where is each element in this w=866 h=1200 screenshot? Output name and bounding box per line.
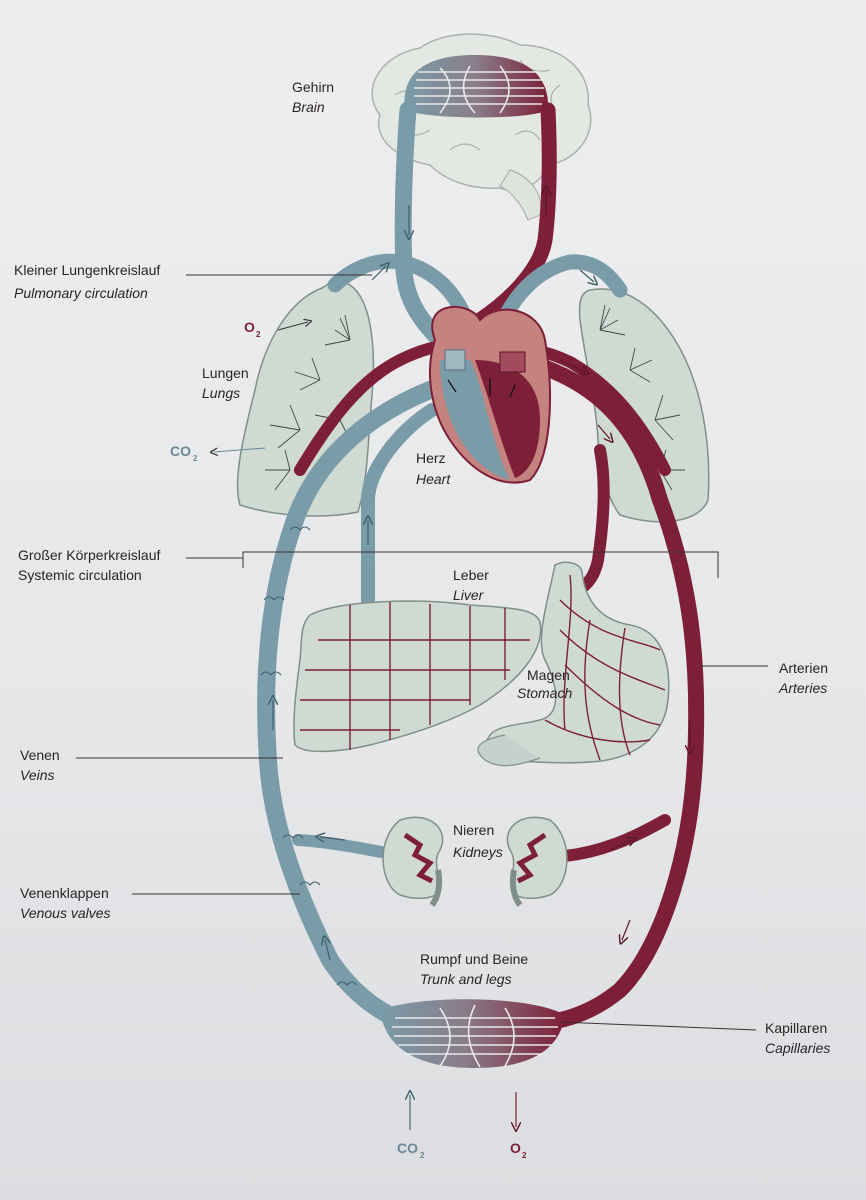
kidneys-label-de: Nieren: [453, 822, 494, 838]
liver-label-en: Liver: [453, 587, 485, 603]
left-kidney: [382, 816, 444, 907]
right-kidney: [506, 816, 568, 907]
stomach-artery: [572, 444, 610, 596]
svg-text:O: O: [244, 319, 255, 335]
co2-bottom-label: CO 2: [397, 1140, 425, 1160]
veins-label-de: Venen: [20, 747, 60, 763]
pulmonary-label-de: Kleiner Lungenkreislauf: [14, 262, 160, 278]
systemic-label-en: Systemic circulation: [18, 567, 142, 583]
stomach-organ: [477, 561, 670, 767]
liver-vein: [361, 403, 439, 607]
renal-artery: [559, 814, 671, 862]
o2-bottom-label: O 2: [510, 1140, 527, 1160]
systemic-vein-left: [257, 381, 439, 1029]
stomach-label-en: Stomach: [517, 685, 572, 701]
trunk-label-de: Rumpf und Beine: [420, 951, 528, 967]
arteries-label-en: Arteries: [778, 680, 827, 696]
svg-text:2: 2: [522, 1151, 527, 1160]
veins-label-en: Veins: [20, 767, 55, 783]
heart-label-en: Heart: [416, 471, 451, 487]
svg-text:CO: CO: [170, 443, 191, 459]
renal-vein: [292, 834, 398, 860]
svg-text:O: O: [510, 1140, 521, 1156]
svg-text:CO: CO: [397, 1140, 418, 1156]
svg-text:2: 2: [256, 330, 261, 339]
systemic-bracket: [242, 551, 719, 578]
trunk-label-en: Trunk and legs: [420, 971, 512, 987]
valves-label-en: Venous valves: [20, 905, 111, 921]
o2-in-arrow: [277, 322, 308, 331]
heart-organ: [429, 306, 551, 484]
lungs-label-en: Lungs: [202, 385, 240, 401]
systemic-artery-right: [512, 352, 705, 1033]
capillaries-label-de: Kapillaren: [765, 1020, 827, 1036]
liver-organ: [293, 600, 542, 753]
brain-label-en: Brain: [292, 99, 325, 115]
brain-capillaries: [404, 55, 549, 118]
co2-lung-label: CO 2: [170, 443, 198, 463]
svg-text:2: 2: [420, 1151, 425, 1160]
systemic-label-de: Großer Körperkreislauf: [18, 547, 160, 563]
right-lung: [578, 288, 710, 523]
capillary-bed: [380, 999, 565, 1068]
right-pulmonary-artery: [492, 254, 628, 338]
pulmonary-label-en: Pulmonary circulation: [14, 285, 148, 301]
liver-label-de: Leber: [453, 567, 489, 583]
lungs-label-de: Lungen: [202, 365, 249, 381]
kidneys-label-en: Kidneys: [453, 844, 503, 860]
valves-label-de: Venenklappen: [20, 885, 109, 901]
co2-out-arrow: [214, 447, 266, 452]
heart-label-de: Herz: [416, 450, 446, 466]
arteries-label-de: Arterien: [779, 660, 828, 676]
o2-lung-label: O 2: [244, 319, 261, 339]
capillaries-leader: [559, 1021, 757, 1031]
capillaries-label-en: Capillaries: [765, 1040, 830, 1056]
stomach-label-de: Magen: [527, 667, 570, 683]
left-pulmonary-artery: [327, 253, 478, 338]
brain-label-de: Gehirn: [292, 79, 334, 95]
svg-text:2: 2: [193, 454, 198, 463]
venous-valves: [260, 526, 358, 986]
